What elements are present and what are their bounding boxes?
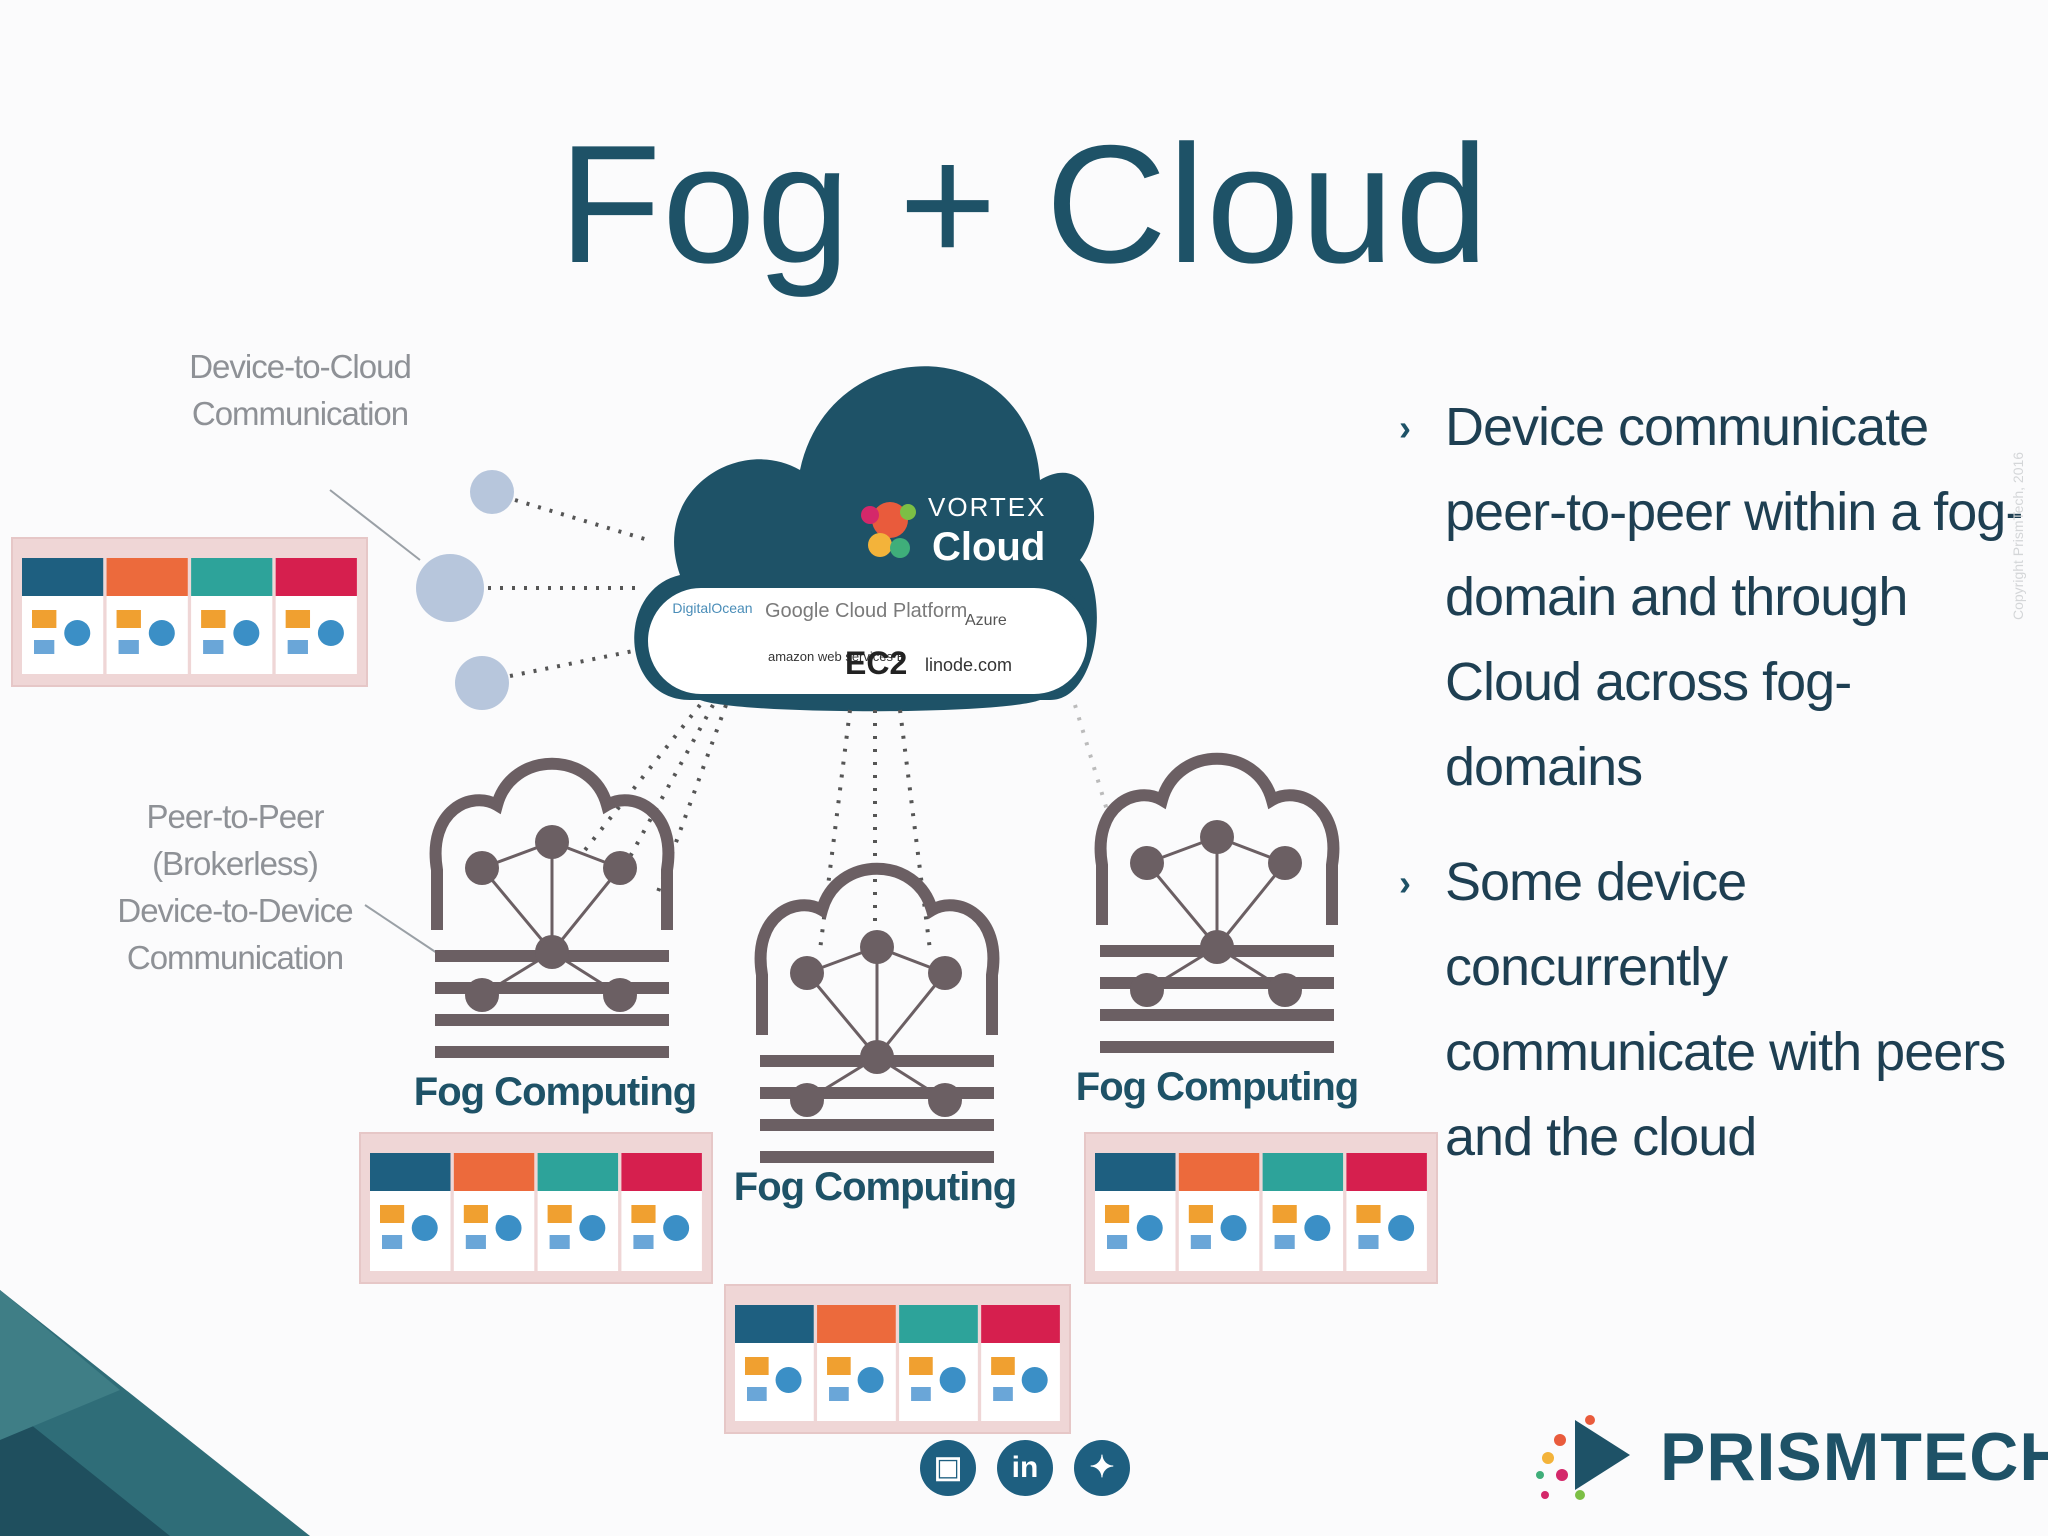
- provider-linode: linode.com: [925, 655, 1013, 675]
- chevron-right-icon: ›: [1399, 407, 1411, 448]
- prismtech-brand: PRISMTECH: [1660, 1419, 2048, 1495]
- fog-node: [429, 757, 675, 1058]
- device-cloud-links: [488, 498, 649, 678]
- label-line: Device-to-Cloud: [189, 348, 412, 385]
- pointer-line: [364, 904, 441, 956]
- label-line: Device-to-Device: [117, 892, 353, 929]
- bullet-text: Device communicate peer-to-peer within a…: [1445, 397, 2023, 797]
- label-line: Peer-to-Peer: [146, 798, 325, 835]
- provider-google: Google Cloud Platform: [765, 600, 968, 622]
- fog-label-right: Fog Computing: [1075, 1065, 1359, 1109]
- device-to-cloud-label: Device-to-Cloud Communication: [180, 343, 420, 437]
- vortex-cloud: [634, 366, 1097, 712]
- chevron-right-icon: ›: [1399, 862, 1411, 903]
- app-panel: [11, 537, 368, 687]
- label-line: Communication: [191, 395, 409, 432]
- provider-ec2: EC2: [845, 645, 908, 681]
- fog-label-center: Fog Computing: [733, 1165, 1017, 1209]
- label-line: (Brokerless): [152, 845, 319, 882]
- device-circles: [416, 470, 514, 710]
- label-line: Communication: [126, 939, 344, 976]
- pointer-line: [329, 489, 421, 561]
- twitter-icon[interactable]: ✦: [1074, 1440, 1130, 1496]
- copyright-notice: Copyright PrismTech, 2016: [2010, 451, 2026, 620]
- fog-label-left: Fog Computing: [413, 1070, 697, 1114]
- corner-decoration: [0, 1290, 310, 1536]
- fog-node: [754, 862, 1000, 1163]
- vortex-brand-big: Cloud: [932, 525, 1046, 569]
- bullet-list: › Device communicate peer-to-peer within…: [1395, 385, 2035, 1210]
- vortex-brand-small: VORTEX: [928, 492, 1047, 522]
- bullet-item: › Device communicate peer-to-peer within…: [1395, 385, 2035, 810]
- provider-aws: amazon web services EC2: [768, 650, 903, 664]
- cloud-fog-links: [583, 703, 1112, 951]
- provider-digitalocean: DigitalOcean: [672, 600, 753, 616]
- app-panel: [724, 1284, 1071, 1434]
- bullet-text: Some device concurrently communicate wit…: [1445, 852, 2006, 1167]
- slide-title: Fog + Cloud: [558, 110, 1490, 298]
- linkedin-icon[interactable]: in: [997, 1440, 1053, 1496]
- slideshare-icon[interactable]: ▣: [920, 1440, 976, 1496]
- peer-to-peer-label: Peer-to-Peer (Brokerless) Device-to-Devi…: [115, 793, 355, 981]
- app-panel: [359, 1132, 713, 1284]
- fog-node: [1094, 752, 1340, 1053]
- provider-azure: Azure: [965, 612, 1007, 629]
- prismtech-logo-mark: [1536, 1415, 1630, 1500]
- bullet-item: › Some device concurrently communicate w…: [1395, 840, 2035, 1180]
- app-panel: [1084, 1132, 1438, 1284]
